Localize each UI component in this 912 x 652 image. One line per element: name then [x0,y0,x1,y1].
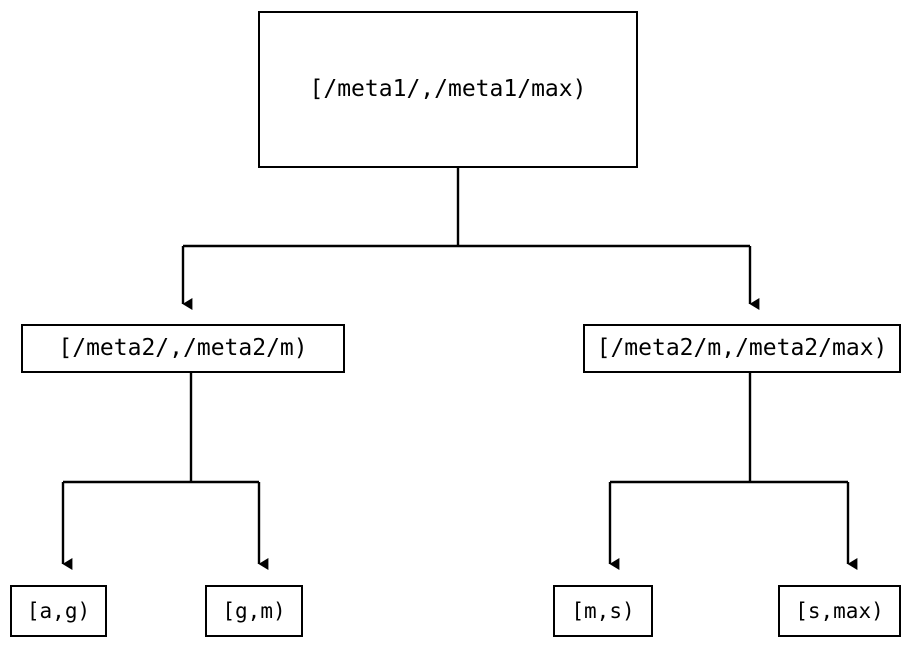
tree-node-leaf-smax-label: [s,max) [795,598,884,623]
edge-meta2-hi-to-leaves [608,373,858,570]
tree-node-leaf-smax: [s,max) [778,585,901,637]
tree-node-leaf-gm: [g,m) [205,585,303,637]
tree-node-leaf-gm-label: [g,m) [222,598,286,623]
tree-node-root-label: [/meta1/,/meta1/max) [309,76,587,102]
tree-node-leaf-ms: [m,s) [553,585,653,637]
edge-root-to-level1 [181,168,760,310]
tree-node-meta2-hi-label: [/meta2/m,/meta2/max) [596,335,888,361]
tree-node-leaf-ag: [a,g) [10,585,107,637]
tree-node-leaf-ag-label: [a,g) [26,598,91,623]
edge-meta2-lo-to-leaves [61,373,269,570]
tree-node-meta2-hi: [/meta2/m,/meta2/max) [583,324,901,373]
tree-node-leaf-ms-label: [m,s) [571,598,635,623]
tree-node-meta2-lo: [/meta2/,/meta2/m) [21,324,345,373]
tree-node-root: [/meta1/,/meta1/max) [258,11,638,168]
tree-node-meta2-lo-label: [/meta2/,/meta2/m) [58,335,308,361]
